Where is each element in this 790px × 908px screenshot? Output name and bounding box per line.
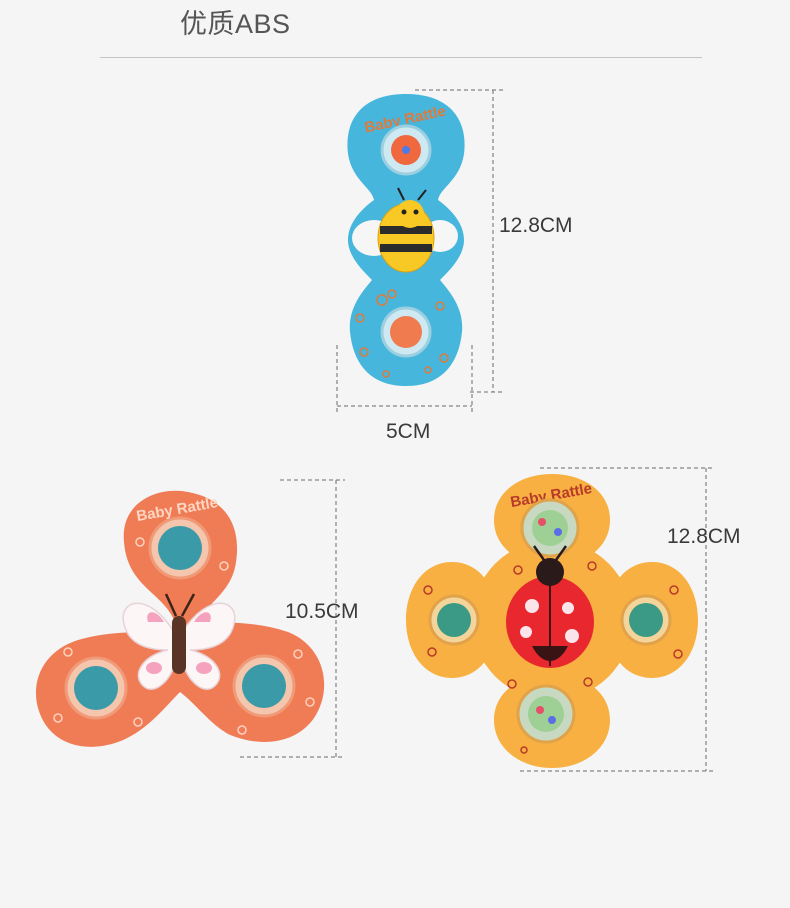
- ladybug-figure-icon: [506, 545, 594, 668]
- ladybug-spinner-bottom-bead: [528, 696, 564, 732]
- butterfly-spinner-right-bead: [242, 664, 286, 708]
- ladybug-height-label: 12.8CM: [667, 525, 741, 548]
- butterfly-spinner-left-bead: [74, 666, 118, 710]
- ladybug-spinner-left-bead: [437, 603, 471, 637]
- bee-spinner-toy: Baby Rattle: [340, 88, 472, 390]
- butterfly-spinner-top-bead: [158, 526, 202, 570]
- ladybug-spinner-top-bead: [532, 510, 568, 546]
- ladybug-spinner-right-bead: [629, 603, 663, 637]
- page-title: 优质ABS: [180, 9, 291, 39]
- bee-spinner-bottom-bead: [390, 316, 422, 348]
- bee-height-label: 12.8CM: [499, 214, 573, 237]
- butterfly-height-label: 10.5CM: [285, 600, 359, 623]
- butterfly-spinner-toy: Baby Rattle: [28, 482, 330, 758]
- header-divider: [100, 57, 702, 58]
- bee-figure-icon: [352, 187, 458, 273]
- butterfly-figure-icon: [122, 593, 236, 690]
- ladybug-spinner-toy: Baby Rattle: [402, 470, 702, 772]
- bee-width-label: 5CM: [386, 420, 431, 443]
